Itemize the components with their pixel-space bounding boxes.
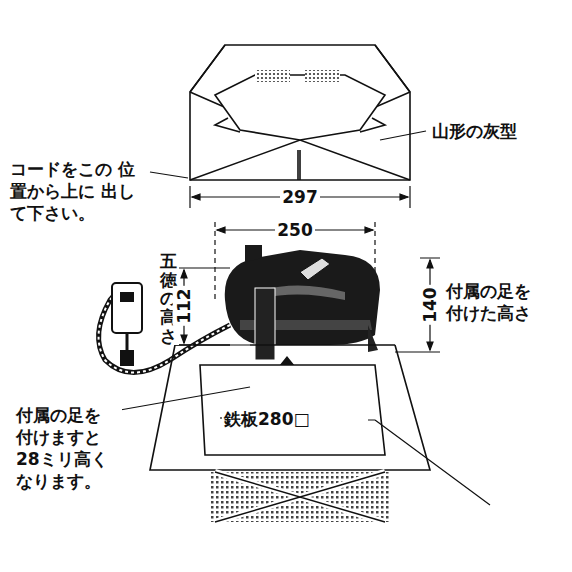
brazier (150, 345, 430, 522)
dimension: 140 (419, 285, 441, 325)
note: 付属の足を 付けますと 28ミリ高く なります。 (14, 404, 122, 492)
part-name: 鉄板280□ (222, 408, 312, 430)
dimension-lines (175, 186, 440, 352)
ash-mold (190, 45, 410, 180)
dimension: 297 (280, 186, 320, 208)
note: コードをこの 位置から上に 出して下さい。 (8, 158, 137, 224)
part-name: 山形の灰型 (430, 120, 519, 142)
dimension-caption: 付属の足を 付けた高さ (444, 280, 548, 324)
dimension: 112 (173, 286, 195, 326)
dimension: 250 (275, 219, 315, 241)
leader-lines (120, 131, 490, 505)
